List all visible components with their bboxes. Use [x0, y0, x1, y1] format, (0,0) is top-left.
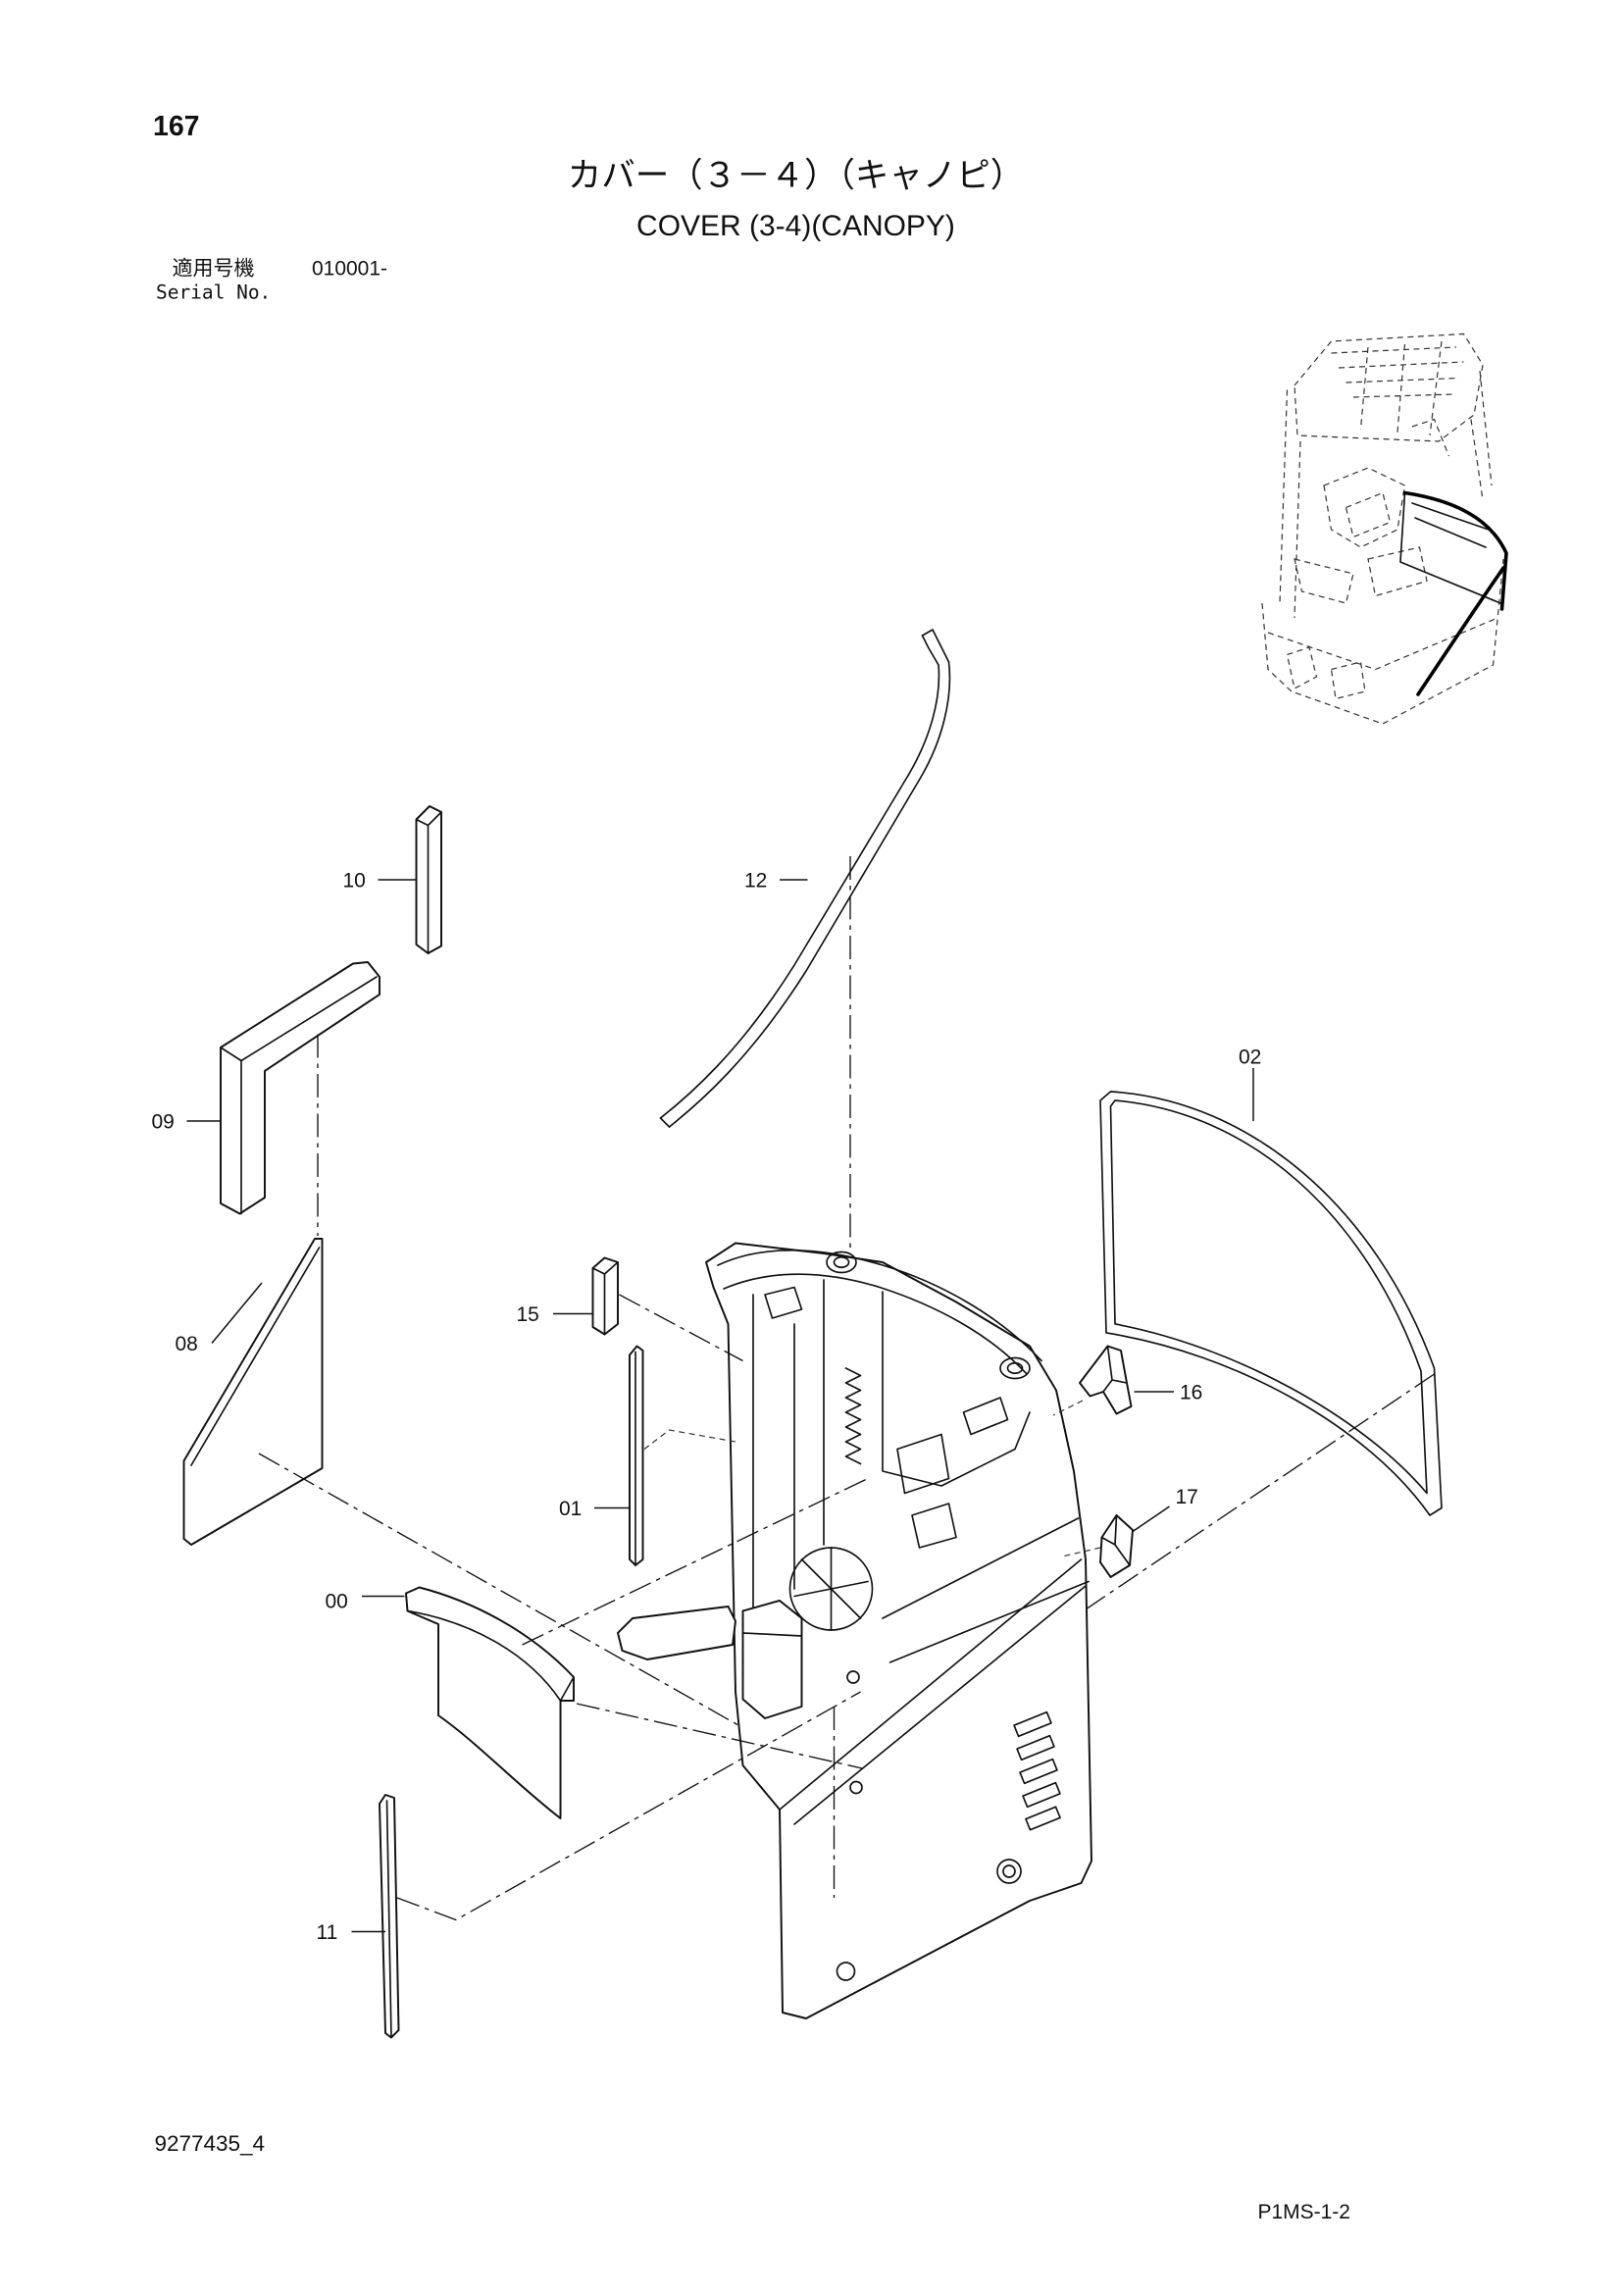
part-15 [591, 1256, 619, 1336]
part-17 [1099, 1514, 1134, 1578]
assembly-line [522, 1477, 869, 1646]
part-02 [1099, 1091, 1443, 1516]
leader-17 [1132, 1505, 1170, 1533]
page-title-jp: カバー（３－４）（キャノピ） [568, 157, 1025, 194]
page-code: P1MS-1-2 [1257, 2201, 1349, 2223]
main-frame [617, 1242, 1092, 2019]
callout-02: 02 [1239, 1046, 1261, 1068]
callout-09: 09 [152, 1110, 175, 1133]
assembly-line [1052, 1400, 1084, 1416]
callout-08: 08 [176, 1333, 198, 1355]
part-11 [379, 1794, 400, 2039]
part-10 [415, 805, 442, 954]
part-16 [1079, 1345, 1133, 1415]
callout-00: 00 [326, 1590, 348, 1612]
callout-15: 15 [517, 1303, 539, 1326]
callout-10: 10 [343, 869, 366, 892]
page-number: 167 [153, 111, 200, 142]
leader-08 [211, 1282, 263, 1344]
part-08 [182, 1238, 324, 1546]
assembly-line [1061, 1547, 1101, 1557]
drawing-number: 9277435_4 [155, 2131, 266, 2156]
part-00 [405, 1586, 575, 1819]
part-01 [629, 1345, 644, 1566]
part-12 [659, 629, 951, 1128]
serial-label-en: Serial No. [156, 281, 271, 303]
assembly-line [1081, 1373, 1435, 1613]
assembly-line [396, 1691, 861, 1921]
page-title-en: COVER (3-4)(CANOPY) [636, 210, 955, 242]
serial-label-jp: 適用号機 [173, 257, 255, 280]
part-09 [220, 961, 381, 1215]
callout-11: 11 [317, 1921, 338, 1944]
locator-inset [1261, 332, 1508, 725]
callout-17: 17 [1175, 1486, 1197, 1508]
serial-value: 010001- [312, 257, 387, 280]
highlighted-part [1402, 490, 1508, 611]
assembly-line [576, 1703, 863, 1769]
callout-01: 01 [559, 1498, 582, 1520]
assembly-line [619, 1294, 743, 1362]
callout-16: 16 [1180, 1381, 1202, 1403]
assembly-line [643, 1429, 736, 1450]
callout-12: 12 [744, 869, 767, 892]
